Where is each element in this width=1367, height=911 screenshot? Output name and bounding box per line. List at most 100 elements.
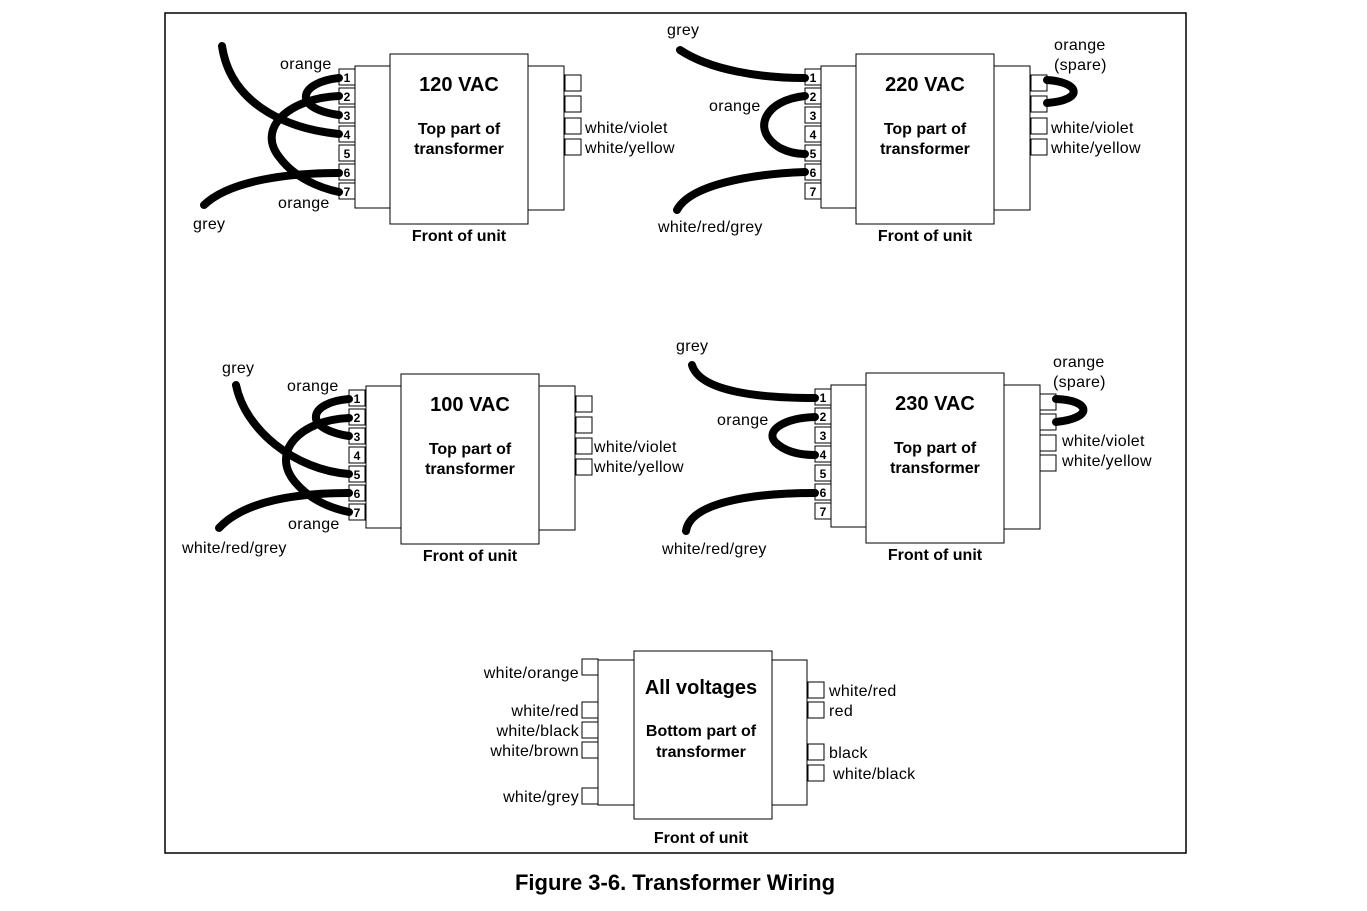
label-grey: grey (222, 360, 254, 377)
label-white-black-right: white/black (832, 766, 916, 783)
front-of-unit-label: Front of unit (654, 830, 749, 847)
label-white-orange: white/orange (483, 665, 579, 682)
pin-5: 5 (820, 467, 827, 481)
pin-3: 3 (810, 109, 817, 123)
right-terminal-2 (564, 95, 582, 113)
terminal-strip: 1 2 3 4 5 6 7 (804, 68, 822, 200)
left-flange (830, 384, 867, 528)
label-white-red-grey: white/red/grey (657, 219, 763, 236)
wire-orange-pin2-pin4 (768, 413, 819, 459)
voltage-title: 220 VAC (885, 74, 965, 96)
pin-1: 1 (354, 392, 361, 406)
right-flange (538, 385, 576, 531)
pin-2: 2 (820, 410, 827, 424)
terminal-strip: 1 2 3 4 5 6 7 (348, 389, 366, 521)
transformer-body (865, 372, 1005, 544)
label-white-red: white/red (510, 703, 579, 720)
transformer-body (633, 650, 773, 820)
right-terminal-4 (575, 458, 593, 476)
front-of-unit-label: Front of unit (412, 228, 507, 245)
right-terminal-1 (564, 74, 582, 92)
transformer-body (855, 53, 995, 225)
label-red: red (829, 703, 853, 720)
label-white-violet: white/violet (584, 120, 668, 137)
label-white-red-right: white/red (828, 683, 897, 700)
pin-7: 7 (810, 185, 817, 199)
label-black: black (829, 745, 869, 762)
pin-6: 6 (810, 166, 817, 180)
right-terminal-4 (564, 138, 582, 156)
right-terminal-2 (575, 416, 593, 434)
pin-3: 3 (354, 430, 361, 444)
panel-100-vac: 100 VAC Top part of transformer Front of… (181, 360, 684, 565)
left-flange (354, 65, 391, 209)
label-orange: orange (709, 98, 761, 115)
label-white-yellow: white/yellow (593, 459, 684, 476)
transformer-body (400, 373, 540, 545)
label-orange-bottom: orange (288, 516, 340, 533)
panel-120-vac: 120 VAC Top part of transformer Front of… (193, 42, 675, 245)
label-white-violet: white/violet (593, 439, 677, 456)
left-terminal-5 (581, 787, 599, 805)
panel-230-vac: 230 VAC Top part of transformer Front of… (661, 338, 1152, 564)
panel-220-vac: 220 VAC Top part of transformer Front of… (657, 22, 1141, 245)
part-label-line2: transformer (890, 460, 980, 477)
label-white-grey: white/grey (502, 789, 579, 806)
pin-1: 1 (810, 71, 817, 85)
wire-grey-pin1 (676, 46, 809, 82)
pin-2: 2 (344, 90, 351, 104)
right-terminal-1 (575, 395, 593, 413)
voltage-title: 230 VAC (895, 393, 975, 415)
terminal-5 (814, 464, 832, 482)
front-of-unit-label: Front of unit (423, 548, 518, 565)
label-orange-top: orange (287, 378, 339, 395)
left-terminal-2 (581, 701, 599, 719)
voltage-title: 100 VAC (430, 394, 510, 416)
part-label-line1: Bottom part of (646, 723, 757, 740)
part-label-line2: transformer (880, 141, 970, 158)
label-orange-spare-line2: (spare) (1053, 374, 1106, 391)
terminal-3 (804, 106, 822, 124)
pin-7: 7 (344, 185, 351, 199)
pin-7: 7 (820, 505, 827, 519)
pin-2: 2 (810, 90, 817, 104)
pin-4: 4 (820, 448, 827, 462)
all-voltages-title: All voltages (645, 677, 757, 699)
transformer-body (389, 53, 529, 225)
terminal-4 (348, 446, 366, 464)
pin-5: 5 (810, 147, 817, 161)
part-label-line1: Top part of (418, 121, 501, 138)
left-flange (597, 659, 635, 806)
voltage-title: 120 VAC (419, 74, 499, 96)
label-orange-bottom: orange (278, 195, 330, 212)
wire-grey-pin5 (232, 381, 353, 478)
pin-5: 5 (344, 147, 351, 161)
label-orange-spare-line2: (spare) (1054, 57, 1107, 74)
wire-white-red-grey-pin6 (673, 168, 809, 214)
wire-orange-pin2-pin7 (282, 414, 353, 516)
label-white-violet: white/violet (1050, 120, 1134, 137)
pin-3: 3 (344, 109, 351, 123)
label-white-red-grey: white/red/grey (181, 540, 287, 557)
terminal-4 (804, 125, 822, 143)
label-grey: grey (667, 22, 699, 39)
right-flange (527, 65, 565, 211)
terminal-7 (804, 182, 822, 200)
pin-6: 6 (820, 486, 827, 500)
wire-grey-pin4 (218, 42, 343, 138)
right-terminal-3 (807, 743, 825, 761)
label-white-red-grey: white/red/grey (661, 541, 767, 558)
right-terminal-4 (1039, 454, 1057, 472)
figure-border (164, 12, 1187, 854)
label-grey: grey (676, 338, 708, 355)
label-white-yellow: white/yellow (1050, 140, 1141, 157)
label-white-violet: white/violet (1061, 433, 1145, 450)
wire-orange-pin3-pin6 (301, 74, 343, 119)
panel-all-voltages: All voltages Bottom part of transformer … (483, 650, 916, 847)
part-label-line1: Top part of (894, 440, 977, 457)
part-label-line2: transformer (425, 461, 515, 478)
left-terminal-1 (581, 658, 599, 676)
wire-orange-pin1-pin3 (311, 395, 353, 440)
left-terminal-4 (581, 741, 599, 759)
